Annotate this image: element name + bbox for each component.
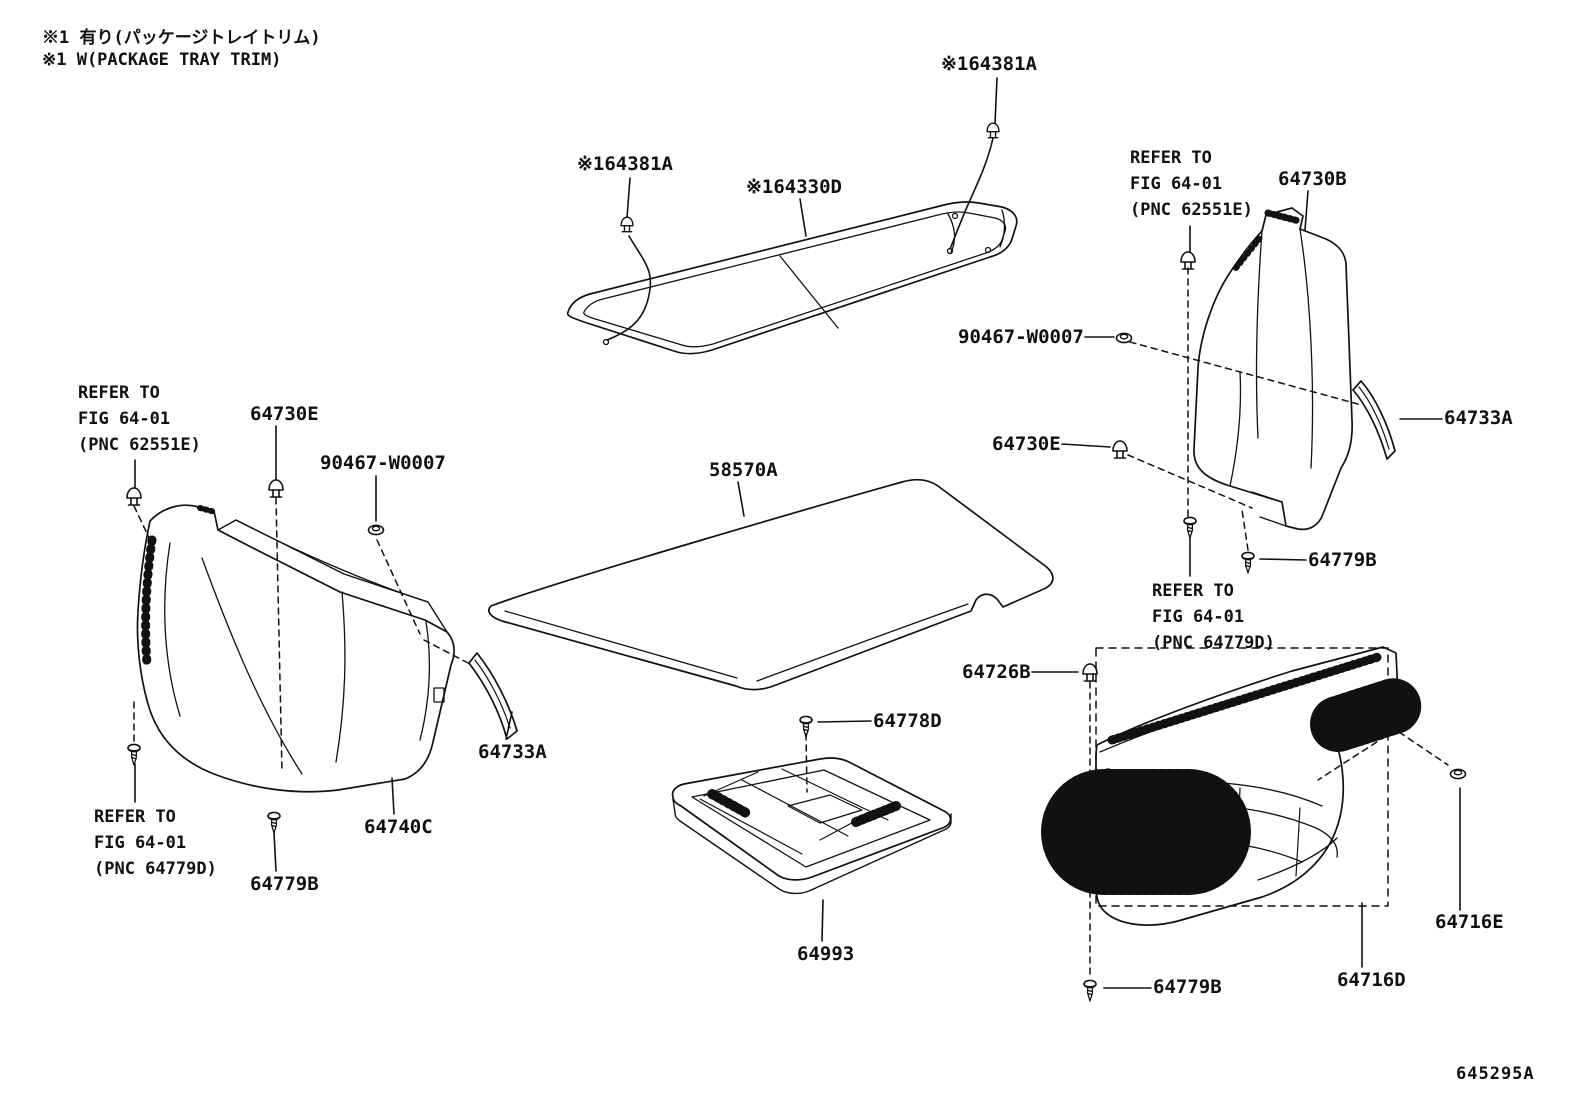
part-label-90467-w0007-right: 90467-W0007: [958, 326, 1084, 348]
push-clip-icon: [126, 487, 142, 506]
dashed-lines: [133, 267, 1449, 977]
refer-line: FIG 64-01: [94, 833, 187, 853]
note-package-tray-trim-jp: ※1 有り(パッケージトレイトリム): [42, 28, 321, 48]
refer-line: REFER TO: [78, 383, 160, 403]
refer-line: REFER TO: [1152, 581, 1234, 601]
refer-note-left-bottom: REFER TO FIG 64-01 (PNC 64779D): [94, 804, 217, 882]
storage-tray-drawing: [671, 757, 952, 895]
quarter-trim-right-drawing: [1193, 207, 1353, 531]
part-label-64779b-right: 64779B: [1308, 549, 1377, 571]
package-tray-drawing: [566, 137, 1018, 355]
luggage-mat-drawing: [488, 478, 1054, 691]
leader-lines: [134, 77, 1461, 989]
push-clip-icon: [1180, 251, 1196, 270]
refer-line: (PNC 62551E): [1130, 200, 1253, 220]
grommet-icon: [1115, 332, 1133, 344]
refer-line: FIG 64-01: [1130, 174, 1223, 194]
part-label-64330d: ※164330D: [746, 176, 842, 198]
part-label-64778d: 64778D: [873, 710, 942, 732]
part-label-64779b-bottom: 64779B: [1153, 976, 1222, 998]
part-label-64726b: 64726B: [962, 661, 1031, 683]
part-label-64716d: 64716D: [1337, 969, 1406, 991]
part-label-64779b-left: 64779B: [250, 873, 319, 895]
screw-icon: [1183, 516, 1197, 539]
trim-strip-left-drawing: [468, 652, 518, 740]
part-label-58570a: 58570A: [709, 459, 778, 481]
note-package-tray-trim-en: ※1 W(PACKAGE TRAY TRIM): [42, 50, 282, 70]
push-clip-icon: [268, 479, 284, 498]
part-label-64381a-top: ※164381A: [941, 53, 1037, 75]
refer-note-left-top: REFER TO FIG 64-01 (PNC 62551E): [78, 380, 201, 458]
quarter-trim-left-drawing: [136, 504, 455, 793]
part-label-64730e-left: 64730E: [250, 403, 319, 425]
part-label-64381a-mid: ※164381A: [577, 153, 673, 175]
push-clip-icon: [1112, 440, 1128, 459]
screw-icon: [1241, 551, 1255, 574]
refer-note-right-top: REFER TO FIG 64-01 (PNC 62551E): [1130, 145, 1253, 223]
refer-line: (PNC 62551E): [78, 435, 201, 455]
fastener-icons: [126, 122, 1467, 1002]
rear-panel-trim-drawing: [1041, 646, 1422, 926]
refer-line: FIG 64-01: [1152, 607, 1245, 627]
screw-icon: [267, 811, 281, 834]
part-label-64733a-right: 64733A: [1444, 407, 1513, 429]
refer-line: REFER TO: [1130, 148, 1212, 168]
part-label-64730b: 64730B: [1278, 168, 1347, 190]
part-label-64740c: 64740C: [364, 816, 433, 838]
grommet-icon: [1449, 768, 1467, 780]
refer-line: REFER TO: [94, 807, 176, 827]
screw-icon: [1083, 979, 1097, 1002]
push-clip-icon: [986, 122, 1000, 139]
refer-line: FIG 64-01: [78, 409, 171, 429]
push-clip-icon: [620, 216, 634, 233]
push-clip-icon: [1082, 663, 1098, 682]
diagram-code: 645295A: [1456, 1064, 1535, 1084]
refer-line: (PNC 64779D): [1152, 633, 1275, 653]
part-label-90467-w0007-left: 90467-W0007: [320, 452, 446, 474]
part-label-64716e: 64716E: [1435, 911, 1504, 933]
part-label-64993: 64993: [797, 943, 855, 965]
refer-line: (PNC 64779D): [94, 859, 217, 879]
trim-strip-right-drawing: [1352, 380, 1396, 460]
part-label-64730e-right: 64730E: [992, 433, 1061, 455]
grommet-icon: [367, 524, 385, 536]
refer-note-right-mid: REFER TO FIG 64-01 (PNC 64779D): [1152, 578, 1275, 656]
part-label-64733a-left: 64733A: [478, 741, 547, 763]
screw-icon: [127, 743, 141, 766]
